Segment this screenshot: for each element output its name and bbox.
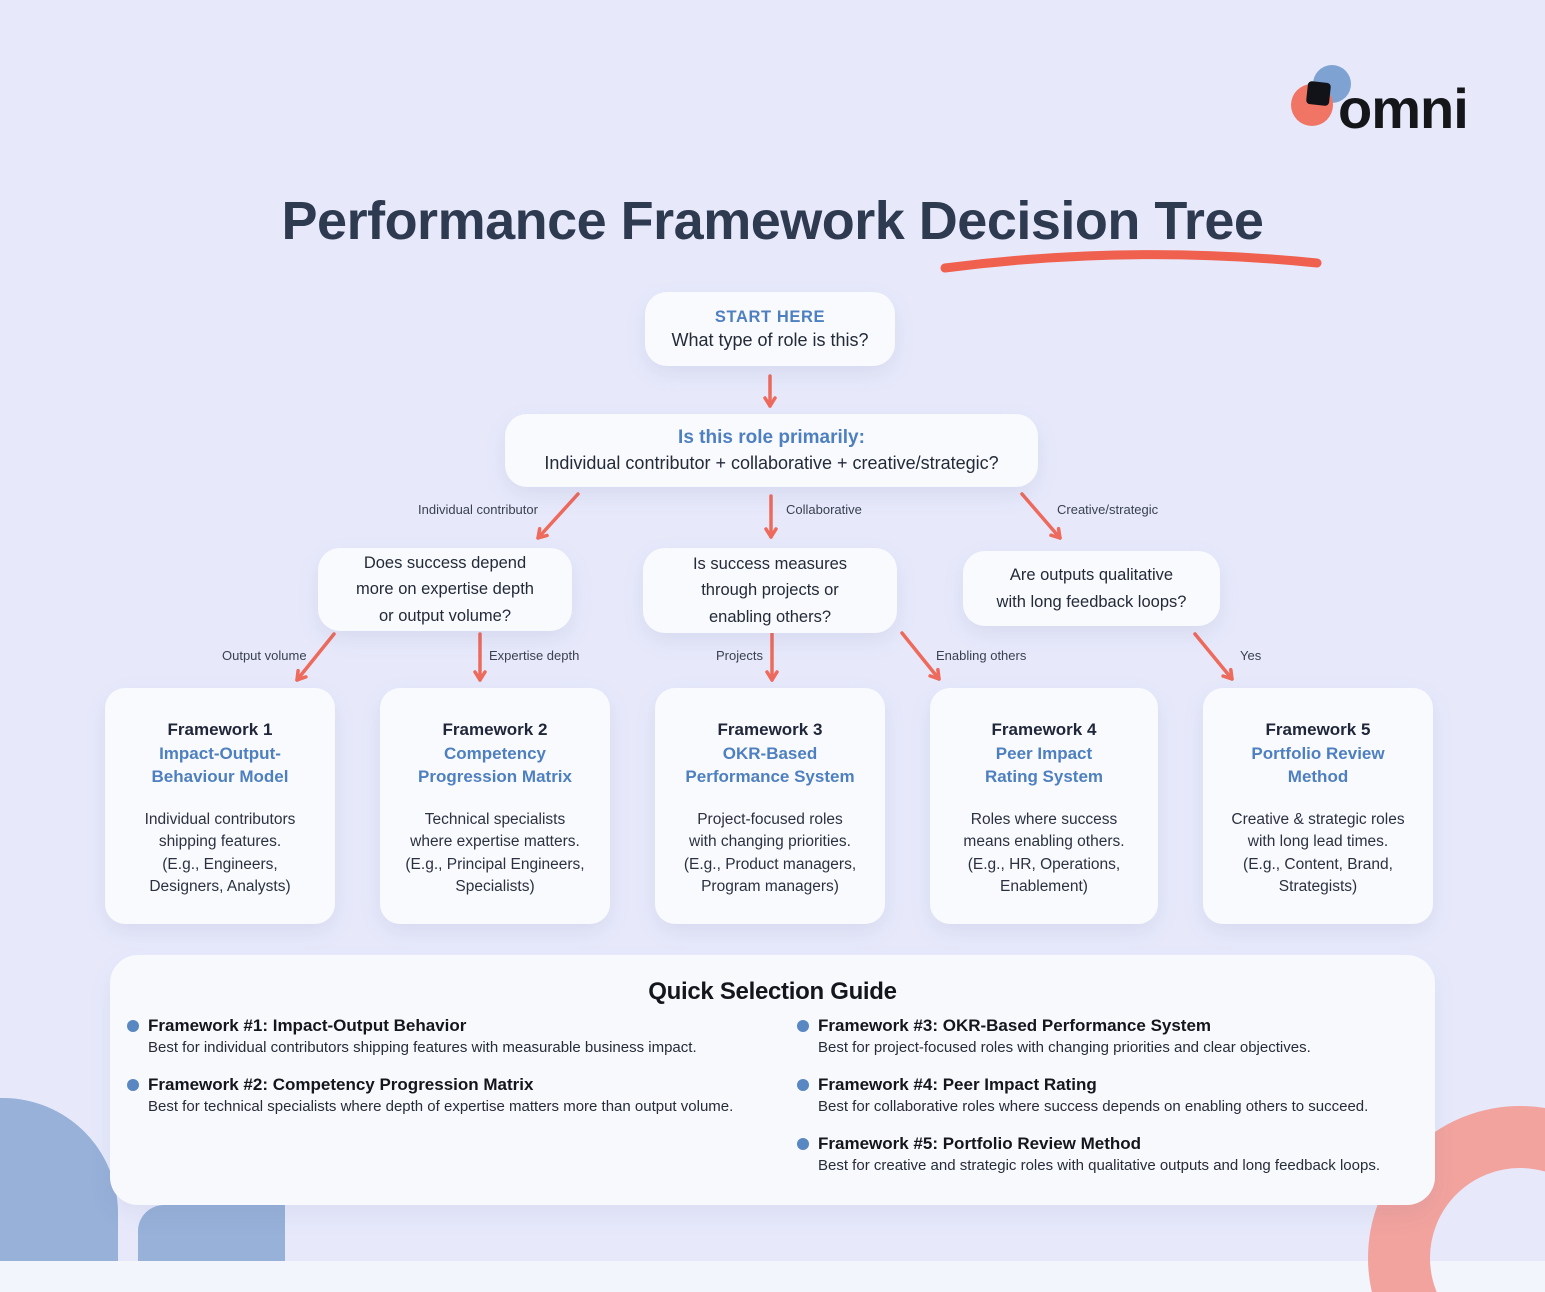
guide-item-heading-row: Framework #1: Impact-Output Behavior [127,1016,787,1036]
page-title: Performance Framework Decision Tree [0,190,1545,252]
question-node-projects-vs-enabling: Is success measures through projects or … [643,548,897,633]
framework-name: Peer Impact Rating System [984,743,1104,787]
framework-card-5: Framework 5 Portfolio Review Method Crea… [1203,688,1433,924]
guide-item-2: Framework #2: Competency Progression Mat… [127,1075,787,1115]
guide-item-heading-row: Framework #2: Competency Progression Mat… [127,1075,787,1095]
logo-wordmark: omni [1338,77,1469,140]
bullet-icon [127,1020,139,1032]
blue-rectangle-decoration [138,1205,285,1261]
framework-number: Framework 3 [717,720,823,739]
question-node-qualitative-outputs: Are outputs qualitative with long feedba… [963,551,1220,626]
branch-label-enabling-others: Enabling others [936,648,1027,663]
branch-label-projects: Projects [716,648,763,663]
arrow-q3-to-f5 [1193,632,1234,681]
question-node-expertise-vs-output: Does success depend more on expertise de… [318,548,572,631]
bullet-icon [797,1138,809,1150]
guide-item-heading-row: Framework #5: Portfolio Review Method [797,1134,1425,1154]
guide-item-description: Best for project-focused roles with chan… [818,1039,1311,1056]
quick-selection-guide-panel: Quick Selection Guide Framework #1: Impa… [110,955,1435,1205]
bullet-icon [127,1079,139,1091]
framework-description: Project-focused roles with changing prio… [683,810,857,896]
guide-item-heading: Framework #1: Impact-Output Behavior [148,1016,467,1035]
blue-blob-decoration [0,1098,118,1261]
framework-name: Impact-Output- Behaviour Model [151,743,289,787]
framework-number: Framework 5 [1265,720,1371,739]
framework-name: OKR-Based Performance System [685,743,855,787]
framework-card-2: Framework 2 Competency Progression Matri… [380,688,610,924]
guide-item-heading: Framework #3: OKR-Based Performance Syst… [818,1016,1212,1035]
framework-description: Technical specialists where expertise ma… [405,810,585,896]
framework-card-1: Framework 1 Impact-Output- Behaviour Mod… [105,688,335,924]
page-title-part1: Performance Framework [281,191,905,251]
framework-description: Creative & strategic roles with long lea… [1231,810,1405,896]
guide-item-5: Framework #5: Portfolio Review Method Be… [797,1134,1425,1174]
framework-number: Framework 4 [991,720,1097,739]
guide-item-heading-row: Framework #4: Peer Impact Rating [797,1075,1425,1095]
guide-item-4: Framework #4: Peer Impact Rating Best fo… [797,1075,1425,1115]
bullet-icon [797,1079,809,1091]
page-title-part2: Decision Tree [918,191,1264,251]
root-question-body: Individual contributor + collaborative +… [544,453,999,473]
guide-item-description: Best for technical specialists where dep… [148,1098,734,1115]
guide-item-heading: Framework #5: Portfolio Review Method [818,1134,1142,1153]
bottom-strip-decoration [0,1261,1545,1292]
framework-name: Portfolio Review Method [1251,743,1385,787]
framework-name: Competency Progression Matrix [418,743,572,787]
arrow-root-to-q3 [1020,492,1062,540]
guide-item-1: Framework #1: Impact-Output Behavior Bes… [127,1016,787,1056]
guide-item-description: Best for individual contributors shippin… [148,1039,697,1056]
root-question-heading: Is this role primarily: [678,427,865,448]
guide-item-heading-row: Framework #3: OKR-Based Performance Syst… [797,1016,1425,1036]
arrow-q2-to-f4 [900,631,941,681]
guide-item-heading: Framework #4: Peer Impact Rating [818,1075,1097,1094]
framework-card-3: Framework 3 OKR-Based Performance System… [655,688,885,924]
start-node: START HERE What type of role is this? [645,292,895,366]
branch-label-yes: Yes [1240,648,1262,663]
omni-logo: omni [1290,62,1470,146]
branch-label-collaborative: Collaborative [786,502,862,517]
branch-label-output-volume: Output volume [222,648,307,663]
root-question-node: Is this role primarily: Individual contr… [505,414,1038,487]
guide-item-description: Best for creative and strategic roles wi… [818,1157,1380,1174]
guide-item-description: Best for collaborative roles where succe… [818,1098,1369,1115]
guide-item-3: Framework #3: OKR-Based Performance Syst… [797,1016,1425,1056]
logo-black-square-icon [1305,80,1332,107]
branch-label-creative-strategic: Creative/strategic [1057,502,1159,517]
guide-item-heading: Framework #2: Competency Progression Mat… [148,1075,534,1094]
bullet-icon [797,1020,809,1032]
start-here-label: START HERE [714,307,826,326]
guide-title: Quick Selection Guide [648,978,897,1005]
guide-column-left: Framework #1: Impact-Output Behavior Bes… [127,1016,787,1134]
framework-number: Framework 2 [442,720,548,739]
guide-column-right: Framework #3: OKR-Based Performance Syst… [797,1016,1425,1193]
branch-label-expertise-depth: Expertise depth [489,648,580,663]
branch-label-individual-contributor: Individual contributor [418,502,538,517]
start-question: What type of role is this? [671,329,869,350]
framework-description: Individual contributors shipping feature… [144,810,296,896]
title-underline-stroke [940,250,1322,273]
arrow-root-to-q1 [536,492,580,540]
framework-description: Roles where success means enabling other… [963,810,1125,896]
framework-card-4: Framework 4 Peer Impact Rating System Ro… [930,688,1158,924]
framework-number: Framework 1 [167,720,273,739]
